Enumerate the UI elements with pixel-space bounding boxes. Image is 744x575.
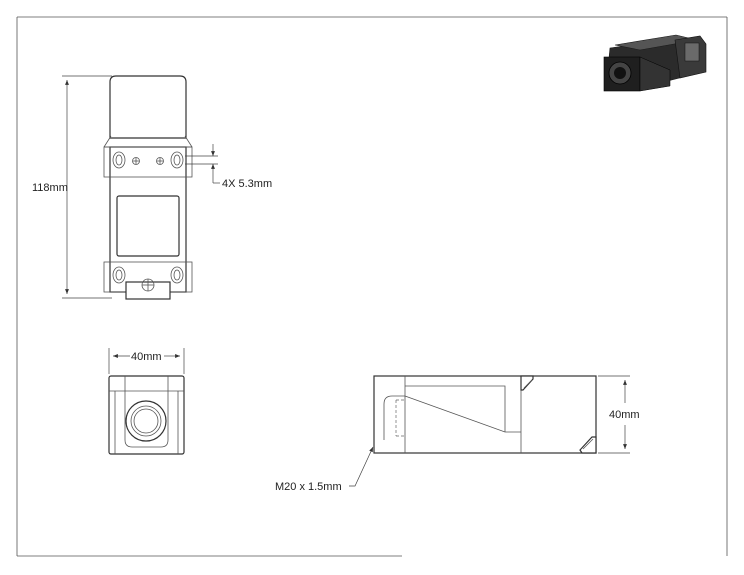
dimension-height: 40mm <box>598 375 640 454</box>
height-label: 40mm <box>609 409 640 421</box>
end-view <box>108 375 185 455</box>
mounting-hole <box>112 151 126 169</box>
dimension-width: 40mm <box>108 348 185 374</box>
mounting-hole <box>170 151 184 169</box>
top-view <box>103 75 193 300</box>
width-label: 40mm <box>131 351 162 363</box>
mounting-hole <box>170 266 184 284</box>
drawing-frame <box>16 16 728 557</box>
dimension-hole: 4X 5.3mm <box>185 144 272 190</box>
cable-screw-icon <box>141 278 155 292</box>
mounting-hole <box>112 266 126 284</box>
terminal-screw-icon <box>156 157 164 165</box>
dimension-length: 118mm <box>32 75 112 299</box>
dimension-thread: M20 x 1.5mm <box>275 446 374 493</box>
hole-label: 4X 5.3mm <box>222 178 272 190</box>
thread-label: M20 x 1.5mm <box>275 481 342 493</box>
terminal-screw-icon <box>132 157 140 165</box>
length-label: 118mm <box>32 182 68 194</box>
corner-tab <box>520 375 534 391</box>
side-view <box>373 375 597 454</box>
corner-tab <box>579 436 597 454</box>
sensor-3d-thumbnail <box>603 34 707 92</box>
